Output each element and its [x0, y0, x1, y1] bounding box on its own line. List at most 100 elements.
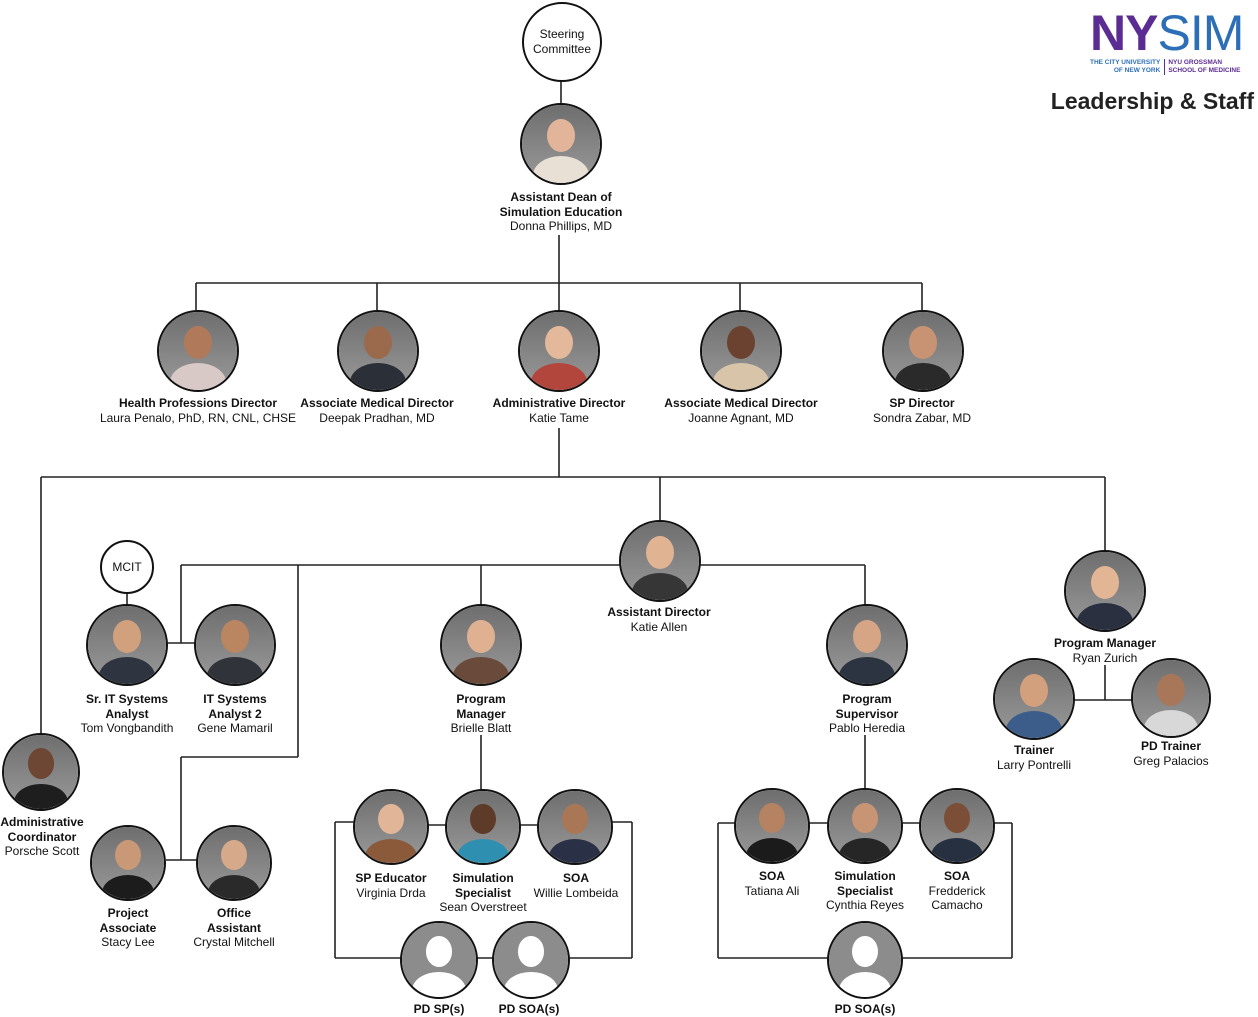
- logo-cuny-line1: THE CITY UNIVERSITY: [1090, 59, 1161, 66]
- steering-text-line2: Committee: [532, 42, 591, 56]
- pdtrainer-label: PD Trainer Greg Palacios: [1133, 739, 1208, 768]
- pdsoa1-title: PD SOA(s): [498, 1002, 560, 1016]
- srit-name: Tom Vongbandith: [80, 721, 174, 735]
- pm2-title: Program Manager: [1053, 636, 1157, 650]
- pdsoa1-label: PD SOA(s): [499, 1002, 560, 1017]
- simspec2-name: Cynthia Reyes: [825, 898, 905, 912]
- ps-title-line1: Program: [842, 692, 892, 706]
- pm1-label: Program Manager Brielle Blatt: [451, 692, 512, 736]
- spd-photo: [882, 310, 964, 392]
- logo-sim: SIM: [1157, 5, 1244, 61]
- simspec2-title-line2: Specialist: [836, 883, 894, 898]
- soa2-name: Tatiana Ali: [744, 883, 800, 898]
- it2-title-line2: Analyst 2: [208, 706, 262, 721]
- officeasst-title-line2: Assistant: [206, 920, 262, 935]
- amd1-photo: [337, 310, 419, 392]
- logo-nyu-line2: SCHOOL OF MEDICINE: [1168, 67, 1241, 74]
- simspec2-title-line1: Simulation: [834, 869, 896, 883]
- mcit-text: MCIT: [112, 559, 142, 574]
- admin-label: Administrative Director Katie Tame: [493, 396, 626, 425]
- it2-photo: [194, 604, 276, 686]
- adcoord-title-line2: Coordinator: [7, 829, 77, 844]
- asstdir-name: Katie Allen: [630, 619, 688, 634]
- pdsoa2-title: PD SOA(s): [834, 1002, 896, 1016]
- nysim-logo: NYSIM THE CITY UNIVERSITY OF NEW YORK NY…: [1090, 5, 1244, 75]
- soa3-photo: [919, 788, 995, 864]
- amd2-photo: [700, 310, 782, 392]
- soa1-title: SOA: [562, 871, 590, 885]
- simspec1-title-line2: Specialist: [454, 885, 512, 900]
- speducator-name: Virginia Drda: [356, 885, 426, 900]
- pm2-label: Program Manager Ryan Zurich: [1054, 636, 1156, 665]
- soa1-photo: [537, 789, 613, 865]
- trainer-photo: [993, 658, 1075, 740]
- speducator-title: SP Educator: [355, 871, 427, 885]
- speducator-label: SP Educator Virginia Drda: [355, 871, 426, 900]
- pdsoa2-label: PD SOA(s): [835, 1002, 896, 1017]
- dean-photo: [520, 103, 602, 185]
- mcit-node: MCIT: [100, 540, 154, 594]
- ps-label: Program Supervisor Pablo Heredia: [829, 692, 905, 736]
- simspec1-photo: [445, 789, 521, 865]
- amd1-name: Deepak Pradhan, MD: [319, 410, 435, 425]
- trainer-label: Trainer Larry Pontrelli: [997, 743, 1071, 772]
- logo-ny: NY: [1090, 5, 1158, 61]
- adcoord-title-line1: Administrative: [0, 815, 84, 829]
- amd1-label: Associate Medical Director Deepak Pradha…: [300, 396, 453, 425]
- pdsoa1-placeholder-avatar: [492, 921, 570, 999]
- amd1-title: Associate Medical Director: [300, 396, 454, 410]
- dean-title-line1: Assistant Dean of: [510, 190, 612, 204]
- soa2-photo: [734, 788, 810, 864]
- ps-name: Pablo Heredia: [828, 721, 906, 735]
- steering-text-line1: Steering: [539, 27, 585, 41]
- page-title: Leadership & Staff: [1050, 88, 1254, 114]
- projassoc-name: Stacy Lee: [101, 935, 155, 949]
- simspec1-title-line1: Simulation: [452, 871, 514, 885]
- srit-photo: [86, 604, 168, 686]
- pdsoa2-placeholder-avatar: [827, 921, 903, 999]
- spd-label: SP Director Sondra Zabar, MD: [873, 396, 971, 425]
- projassoc-title-line1: Project: [107, 906, 149, 920]
- soa3-title: SOA: [943, 869, 970, 883]
- pm1-name: Brielle Blatt: [450, 721, 512, 735]
- asstdir-title: Assistant Director: [607, 605, 711, 619]
- pdtrainer-photo: [1131, 658, 1211, 738]
- srit-title-line2: Analyst: [105, 706, 149, 721]
- spd-title: SP Director: [889, 396, 955, 410]
- pdsp-title: PD SP(s): [413, 1002, 465, 1016]
- pdtrainer-title: PD Trainer: [1140, 739, 1202, 753]
- soa1-name: Willie Lombeida: [533, 885, 619, 900]
- simspec1-name: Sean Overstreet: [439, 900, 527, 914]
- adcoord-photo: [2, 733, 80, 811]
- officeasst-title-line1: Office: [216, 906, 252, 920]
- admin-photo: [518, 310, 600, 392]
- pm1-photo: [440, 604, 522, 686]
- hpd-title: Health Professions Director: [118, 396, 278, 410]
- simspec2-photo: [827, 788, 903, 864]
- spd-name: Sondra Zabar, MD: [872, 410, 972, 425]
- soa3-name-line2: Camacho: [931, 898, 983, 912]
- officeasst-label: Office Assistant Crystal Mitchell: [193, 906, 274, 950]
- logo-cuny-line2: OF NEW YORK: [1113, 67, 1161, 74]
- soa2-label: SOA Tatiana Ali: [745, 869, 800, 898]
- amd2-name: Joanne Agnant, MD: [688, 410, 794, 425]
- srit-label: Sr. IT Systems Analyst Tom Vongbandith: [81, 692, 174, 736]
- pm2-photo: [1064, 550, 1146, 632]
- projassoc-photo: [90, 825, 166, 901]
- pm2-name: Ryan Zurich: [1072, 650, 1138, 665]
- it2-label: IT Systems Analyst 2 Gene Mamaril: [197, 692, 272, 736]
- amd2-label: Associate Medical Director Joanne Agnant…: [664, 396, 817, 425]
- dean-title-line2: Simulation Education: [499, 204, 623, 219]
- soa3-name-line1: Fredderick: [928, 883, 986, 898]
- projassoc-title-line2: Associate: [99, 920, 157, 935]
- pdtrainer-name: Greg Palacios: [1133, 753, 1209, 768]
- pdsp-label: PD SP(s): [414, 1002, 465, 1017]
- amd2-title: Associate Medical Director: [664, 396, 818, 410]
- asstdir-label: Assistant Director Katie Allen: [607, 605, 710, 634]
- logo-nyu-line1: NYU GROSSMAN: [1168, 59, 1223, 66]
- soa3-label: SOA Fredderick Camacho: [929, 869, 986, 913]
- soa1-label: SOA Willie Lombeida: [534, 871, 619, 900]
- pm1-title-line2: Manager: [456, 706, 506, 721]
